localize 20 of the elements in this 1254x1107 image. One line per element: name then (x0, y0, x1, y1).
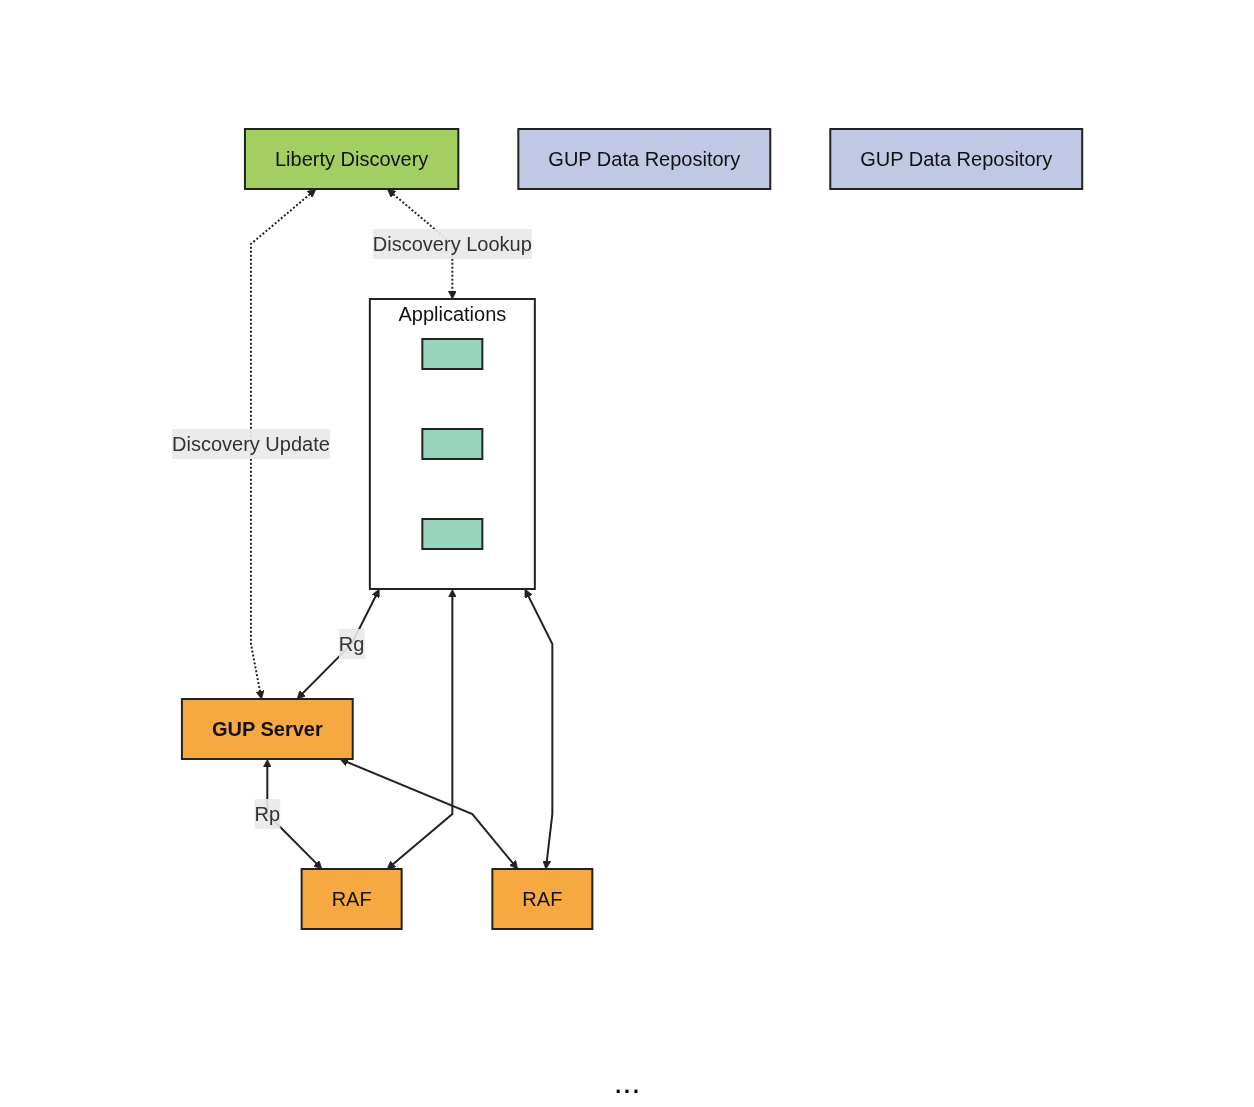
arrow (296, 588, 380, 700)
node-box (421, 518, 484, 550)
arrow (249, 188, 317, 700)
ellipsis-label: ... (613, 1064, 641, 1100)
arrow (386, 589, 457, 870)
node-box: GUP Data Repository (829, 128, 1084, 190)
node-box (421, 428, 484, 460)
edge-label: Discovery Lookup (372, 233, 532, 255)
edge-label: Rg (338, 633, 365, 655)
arrow (524, 588, 554, 870)
node-box: RAF (491, 868, 594, 930)
node-box: Liberty Discovery (243, 128, 460, 190)
edge-label: Rp (254, 803, 280, 825)
arrow (339, 758, 518, 870)
cluster: Applications (368, 298, 536, 590)
edge-label: Discovery Update (171, 433, 330, 455)
node-box: GUP Server (180, 698, 354, 760)
node-box (421, 338, 484, 370)
node-box: RAF (300, 868, 403, 930)
node-box: GUP Data Repository (517, 128, 772, 190)
